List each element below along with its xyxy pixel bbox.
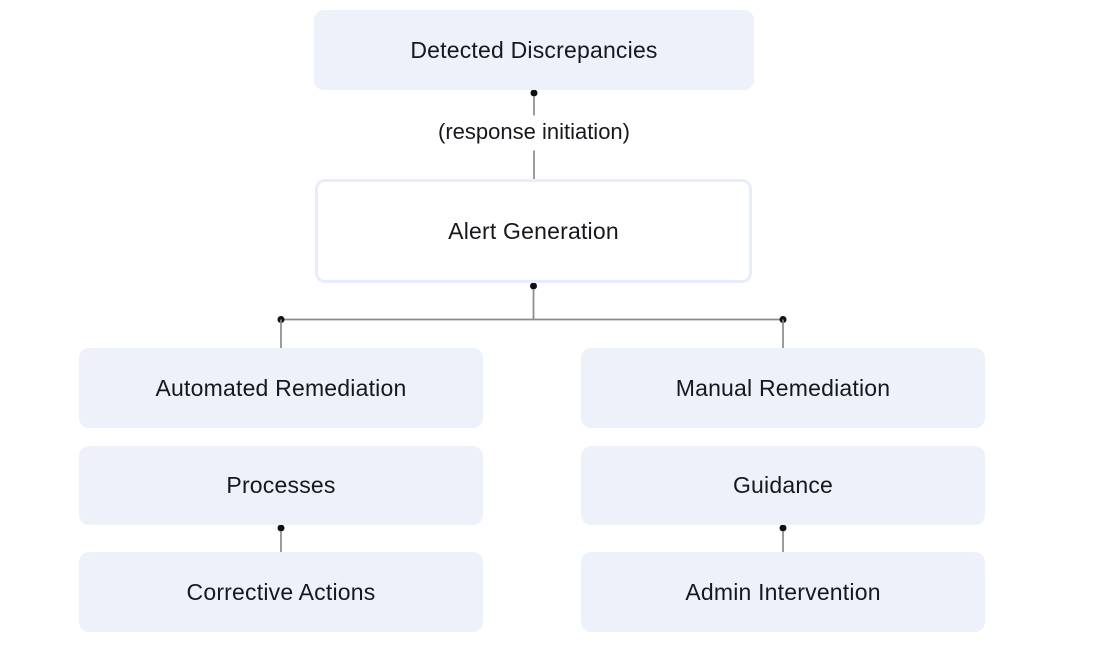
flowchart-node-label: Automated Remediation [155, 374, 407, 401]
flowchart-node-label: Processes [226, 472, 336, 498]
flowchart-node-label: Corrective Actions [186, 578, 376, 605]
flowchart-node-label: Alert Generation [448, 217, 619, 244]
edge-start-dot [277, 316, 285, 323]
edge-start-dot [779, 524, 787, 532]
flowchart-node-admin-intervention: Admin Intervention [581, 552, 985, 632]
flowchart-node-alert-generation: Alert Generation [315, 179, 752, 283]
edge-start-dot [779, 316, 787, 323]
edge-label: (response initiation) [432, 118, 636, 145]
flowchart-node-manual-remediation: Manual Remediation [581, 348, 985, 428]
flowchart-node-label: Detected Discrepancies [410, 36, 658, 63]
flowchart-node-detected-discrepancies: Detected Discrepancies [314, 10, 754, 90]
edge-start-dot [277, 524, 285, 532]
flowchart-node-automated-remediation: Automated Remediation [79, 348, 483, 428]
flowchart-node-label: Manual Remediation [675, 374, 891, 401]
flowchart-node-label: Guidance [732, 472, 834, 498]
flowchart-node-label: Admin Intervention [685, 578, 881, 605]
edge-start-dot [530, 282, 537, 290]
flowchart-node-corrective-actions: Corrective Actions [79, 552, 483, 632]
flowchart-node-guidance: Guidance [581, 446, 985, 525]
flowchart-node-processes: Processes [79, 446, 483, 525]
edge-start-dot [530, 89, 538, 97]
